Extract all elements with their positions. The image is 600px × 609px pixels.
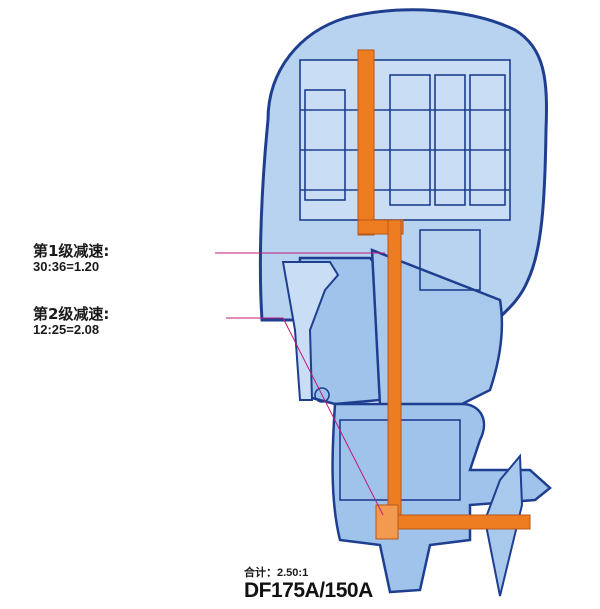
leader-lines bbox=[215, 252, 385, 516]
power-path bbox=[357, 49, 531, 540]
total-ratio: 合计：2.50:1 bbox=[244, 567, 309, 579]
callout-stage1-ratio: 30:36=1.20 bbox=[33, 259, 100, 275]
callout-stage1-title: 第1级减速: bbox=[33, 242, 110, 260]
clamp-bracket bbox=[281, 261, 340, 401]
lower-unit-shell bbox=[331, 402, 552, 594]
callout-stage1: 第1级减速: 30:36=1.20 bbox=[33, 242, 110, 275]
engine-block bbox=[299, 59, 511, 501]
callout-stage2: 第2级减速: 12:25=2.08 bbox=[33, 305, 110, 338]
driveshaft-housing bbox=[370, 248, 504, 407]
model-name: DF175A/150A bbox=[244, 579, 373, 602]
callout-stage2-ratio: 12:25=2.08 bbox=[33, 322, 100, 338]
callout-stage2-title: 第2级减速: bbox=[33, 305, 110, 323]
leader-line-stage2 bbox=[226, 317, 384, 516]
